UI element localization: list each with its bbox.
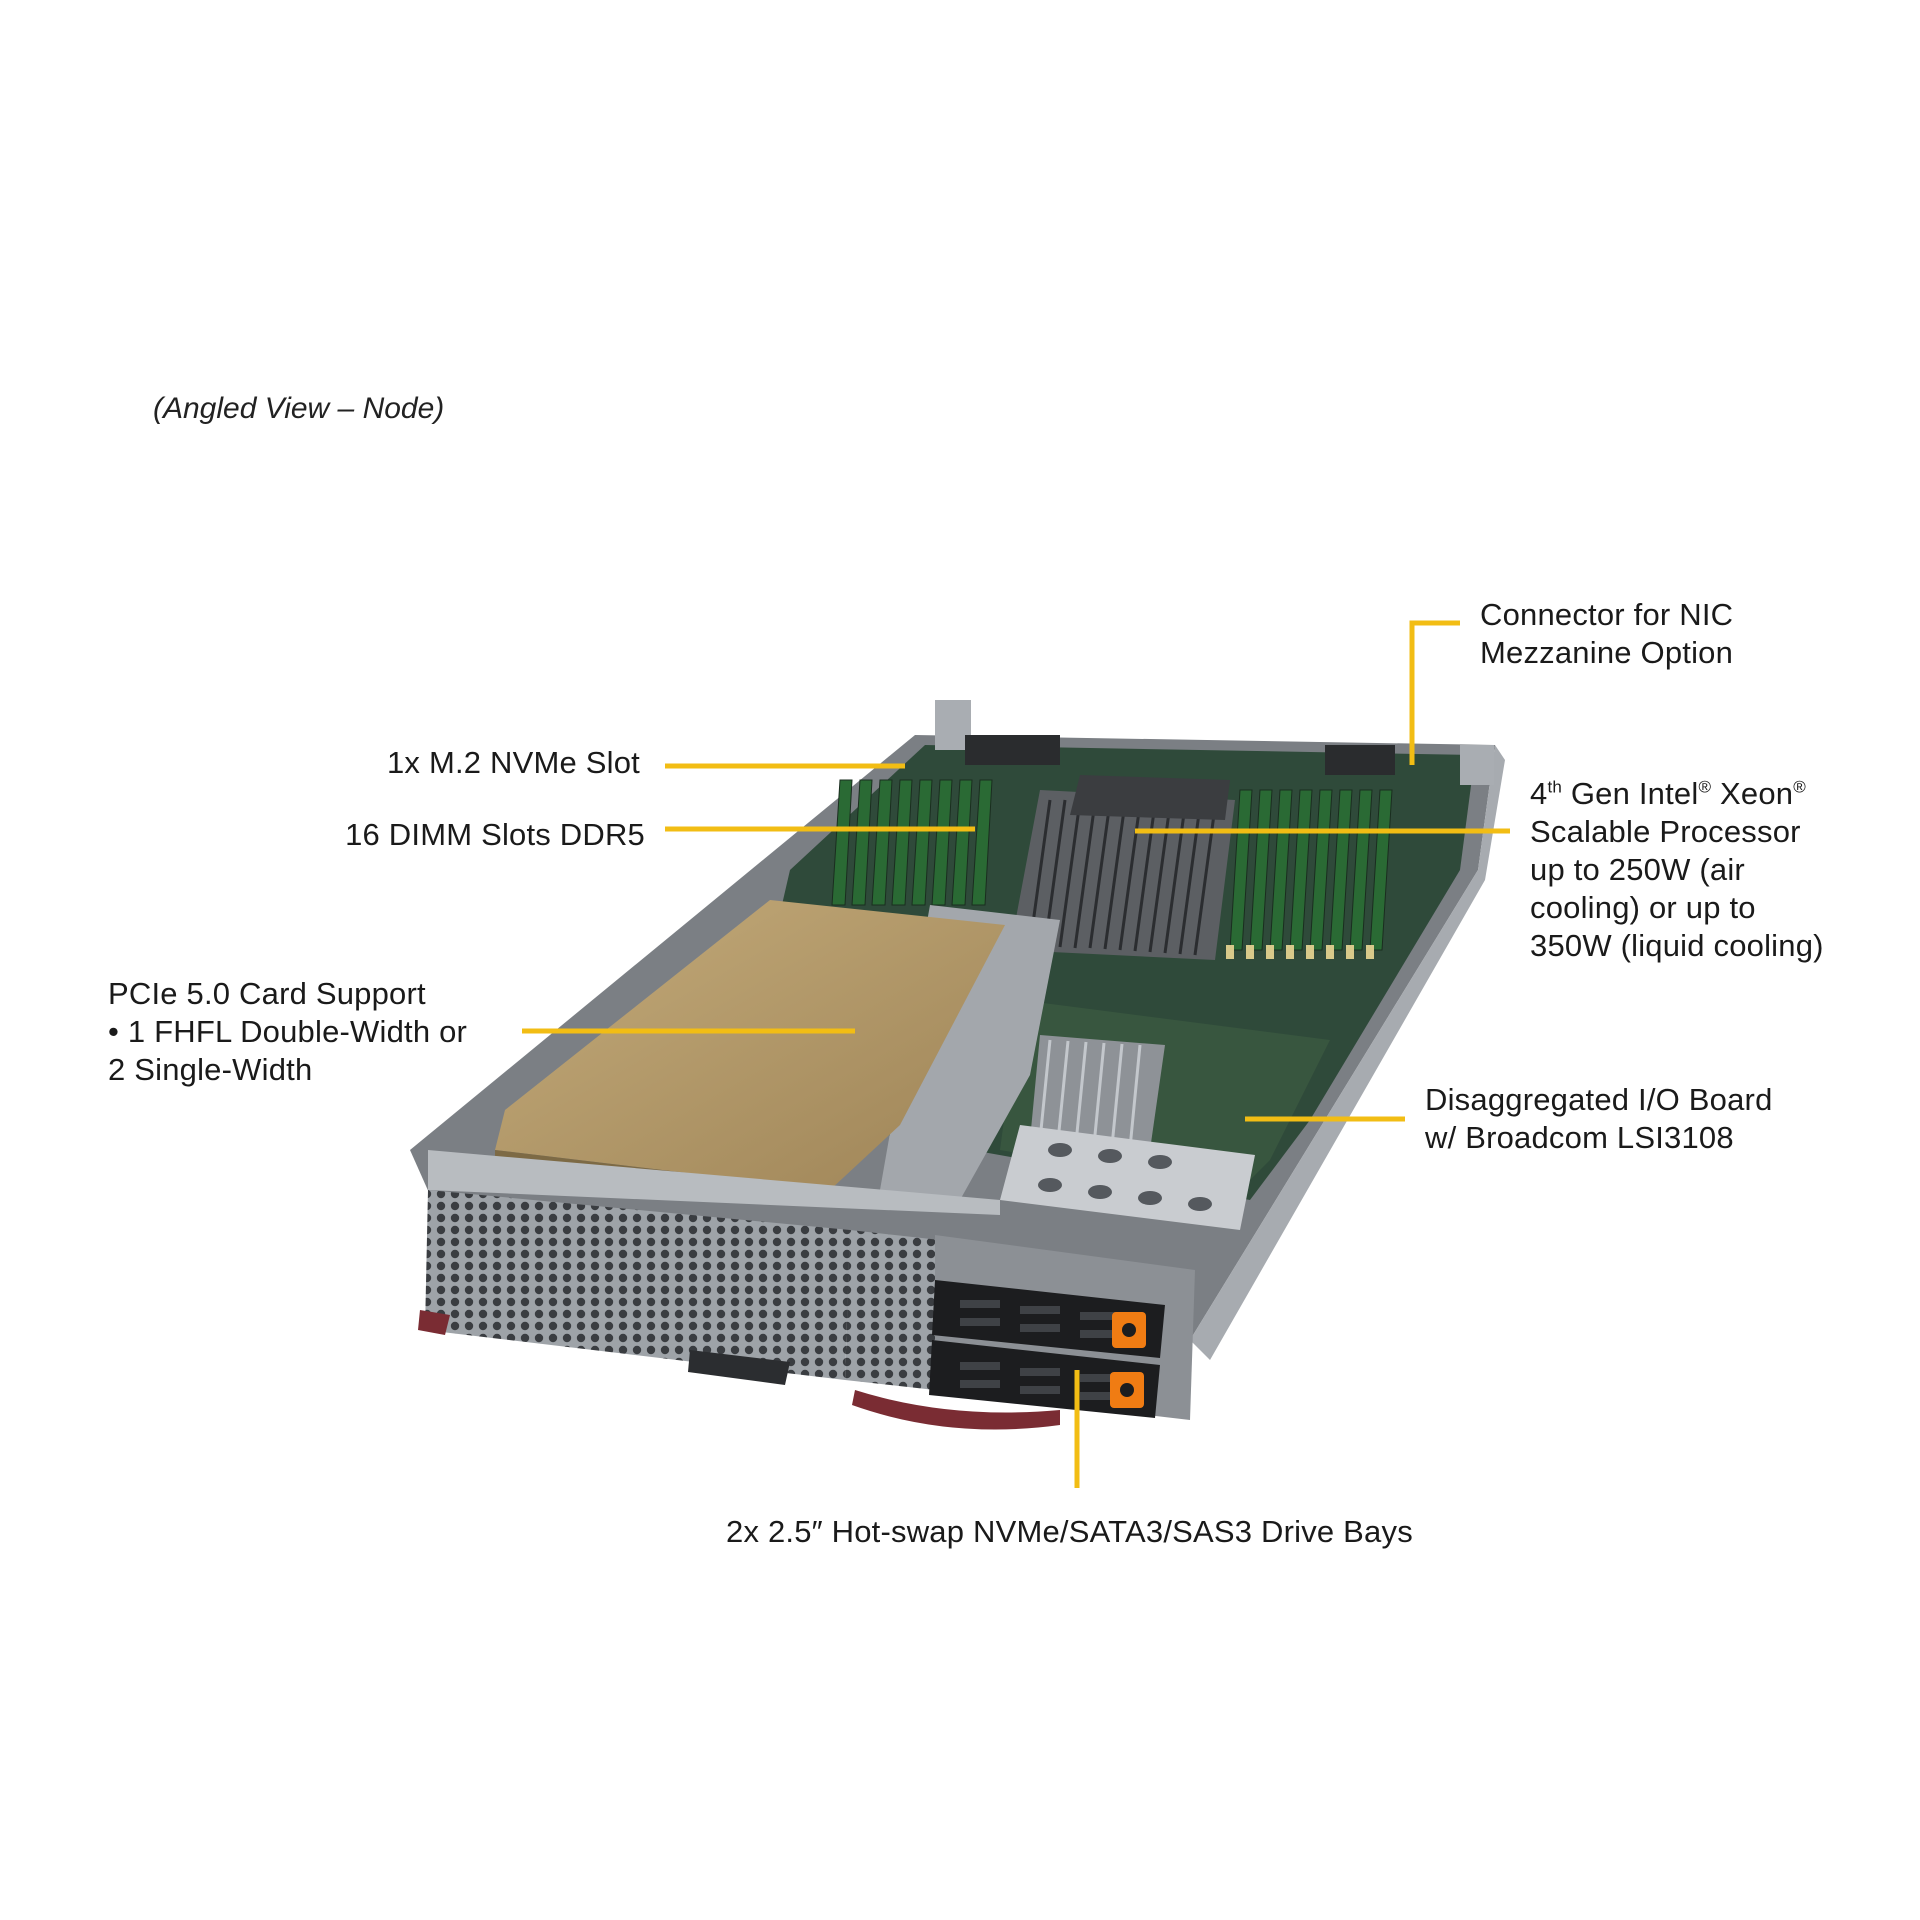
callout-pcie-line2: • 1 FHFL Double-Width or [108,1014,468,1049]
callout-cpu: 4th Gen Intel® Xeon® Scalable Processor … [1530,775,1824,965]
callout-cpu-line4: cooling) or up to [1530,890,1756,925]
callout-io-line1: Disaggregated I/O Board [1425,1082,1773,1117]
callout-nic-line1: Connector for NIC [1480,597,1734,632]
front-panel-mid [845,1230,940,1390]
callout-pcie-line1: PCIe 5.0 Card Support [108,976,426,1011]
dimm-latches [1226,945,1374,959]
callout-pcie: PCIe 5.0 Card Support • 1 FHFL Double-Wi… [108,975,467,1089]
chassis-right-wall [1190,745,1505,1360]
callout-cpu-line1: 4th Gen Intel® Xeon® [1530,776,1806,811]
callout-pcie-line3: 2 Single-Width [108,1052,313,1087]
cpu-heatsink-top [1070,775,1230,820]
pull-tab-left [418,1310,450,1335]
nic-connector [1325,745,1395,775]
front-panel-top-edge [428,1150,1000,1215]
callout-cpu-line2: Scalable Processor [1530,814,1801,849]
callout-nic: Connector for NIC Mezzanine Option [1480,596,1733,672]
rear-bracket-right [1460,745,1494,785]
callout-dimm: 16 DIMM Slots DDR5 [345,817,645,852]
callout-cpu-line3: up to 250W (air [1530,852,1745,887]
callout-io-line2: w/ Broadcom LSI3108 [1425,1120,1734,1155]
front-handle [688,1350,790,1385]
callout-cpu-line5: 350W (liquid cooling) [1530,928,1824,963]
gpu-card [495,900,1005,1190]
m2-slot [965,735,1060,765]
drive-bay-1 [932,1280,1165,1358]
callout-m2: 1x M.2 NVMe Slot [386,745,640,780]
callout-nic-line2: Mezzanine Option [1480,635,1734,670]
dimm-bank-left [831,779,993,906]
pull-tab-right [852,1390,1060,1430]
view-title: (Angled View – Node) [153,392,445,425]
callout-io: Disaggregated I/O Board w/ Broadcom LSI3… [1425,1081,1773,1157]
leader-nic [1409,620,1460,765]
callout-drives: 2x 2.5″ Hot-swap NVMe/SATA3/SAS3 Drive B… [726,1514,1413,1549]
front-panel-left [425,1190,850,1380]
